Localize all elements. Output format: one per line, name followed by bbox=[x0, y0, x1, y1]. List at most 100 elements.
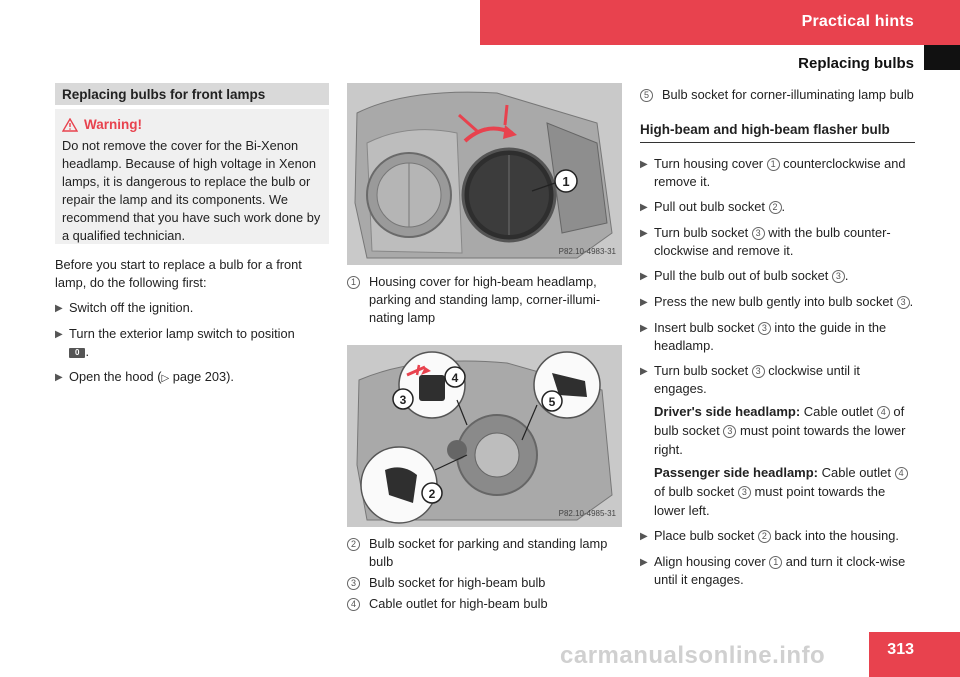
callout-number: 4 bbox=[894, 467, 908, 480]
page-ref-link[interactable]: page 203). bbox=[169, 369, 234, 384]
high-beam-heading: High-beam and high-beam flasher bulb bbox=[640, 120, 915, 143]
callout-number: 1 bbox=[769, 556, 783, 569]
callout-number: 2 bbox=[347, 538, 360, 551]
step-arrow-icon: ▶ bbox=[640, 297, 648, 308]
step-item: ▶ Open the hood (▷ page 203). bbox=[55, 368, 329, 388]
step-text: Turn bulb socket 3 with the bulb counter… bbox=[654, 225, 891, 258]
callout-number: 1 bbox=[766, 158, 780, 171]
callout-2: 2 bbox=[429, 487, 436, 501]
warning-box: Warning! Do not remove the cover for the… bbox=[55, 109, 329, 244]
callout-number: 3 bbox=[896, 296, 910, 309]
caption-item: 1 Housing cover for high-beam headlamp, … bbox=[347, 273, 622, 327]
headlamp-illustration-1: 1 bbox=[347, 83, 622, 265]
callout-3: 3 bbox=[400, 393, 407, 407]
step-text: Turn housing cover 1 counterclockwise an… bbox=[654, 156, 906, 189]
callout-4: 4 bbox=[452, 371, 459, 385]
step-item: ▶ Turn housing cover 1 counterclockwise … bbox=[640, 155, 915, 191]
right-column: 5 Bulb socket for corner-illuminating la… bbox=[640, 86, 915, 589]
figure-code: P82.10-4983-31 bbox=[558, 247, 616, 256]
warning-title-text: Warning! bbox=[84, 117, 142, 132]
step-arrow-icon: ▶ bbox=[640, 366, 648, 377]
step-text-part: Open the hood ( bbox=[69, 369, 162, 384]
caption-text: Bulb socket for high-beam bulb bbox=[369, 575, 546, 590]
caption-text: Cable outlet for high-beam bulb bbox=[369, 596, 548, 611]
step-text: Switch off the ignition. bbox=[69, 300, 194, 315]
middle-column: 1 P82.10-4983-31 1 Housing cover for hig… bbox=[347, 83, 622, 613]
step-text: Pull the bulb out of bulb socket 3. bbox=[654, 268, 849, 283]
callout-number: 3 bbox=[831, 270, 845, 283]
callout-number: 3 bbox=[723, 425, 737, 438]
step-item: ▶ Place bulb socket 2 back into the hous… bbox=[640, 527, 915, 546]
step-arrow-icon: ▶ bbox=[640, 271, 648, 282]
step-text-part: Turn the exterior lamp switch to positio… bbox=[69, 326, 295, 341]
step-arrow-icon: ▶ bbox=[55, 329, 63, 340]
driver-side-label: Driver's side headlamp: bbox=[654, 404, 801, 419]
step-arrow-icon: ▶ bbox=[640, 323, 648, 334]
step-arrow-icon: ▶ bbox=[55, 372, 63, 383]
passenger-side-note: Passenger side headlamp: Cable outlet 4 … bbox=[654, 463, 915, 520]
callout-number: 3 bbox=[757, 322, 771, 335]
step-text-part: . bbox=[85, 344, 90, 359]
callout-number: 5 bbox=[640, 89, 653, 102]
step-item: ▶ Insert bulb socket 3 into the guide in… bbox=[640, 319, 915, 355]
callout-number: 4 bbox=[347, 598, 360, 611]
step-text: Open the hood (▷ page 203). bbox=[69, 368, 234, 388]
step-text: Turn bulb socket 3 clockwise until it en… bbox=[654, 363, 860, 396]
step-arrow-icon: ▶ bbox=[640, 228, 648, 239]
step-text: Pull out bulb socket 2. bbox=[654, 199, 786, 214]
step-item: ▶ Turn the exterior lamp switch to posit… bbox=[55, 325, 329, 361]
step-item: ▶ Turn bulb socket 3 with the bulb count… bbox=[640, 224, 915, 260]
callout-1: 1 bbox=[562, 174, 569, 189]
chapter-header: Practical hints bbox=[480, 0, 960, 45]
step-item: ▶ Turn bulb socket 3 clockwise until it … bbox=[640, 362, 915, 398]
warning-triangle-icon bbox=[62, 117, 78, 132]
front-lamps-heading: Replacing bulbs for front lamps bbox=[55, 83, 329, 105]
left-column: Replacing bulbs for front lamps Warning!… bbox=[55, 83, 329, 388]
warning-text: Do not remove the cover for the Bi-Xenon… bbox=[62, 138, 321, 243]
figure-bulb-sockets: 3 4 5 2 P82.10-4985-31 bbox=[347, 345, 622, 527]
callout-number: 4 bbox=[876, 406, 890, 419]
callout-5: 5 bbox=[549, 395, 556, 409]
step-arrow-icon: ▶ bbox=[55, 303, 63, 314]
step-text: Press the new bulb gently into bulb sock… bbox=[654, 294, 914, 309]
chapter-title: Practical hints bbox=[801, 13, 914, 30]
step-item: ▶ Press the new bulb gently into bulb so… bbox=[640, 293, 915, 312]
step-arrow-icon: ▶ bbox=[640, 202, 648, 213]
watermark: carmanualsonline.info bbox=[560, 642, 826, 669]
caption-text: Bulb socket for corner-illuminating lamp… bbox=[662, 87, 914, 102]
figure-code: P82.10-4985-31 bbox=[558, 509, 616, 518]
callout-number: 2 bbox=[757, 530, 771, 543]
page-number: 313 bbox=[887, 641, 914, 658]
step-arrow-icon: ▶ bbox=[640, 557, 648, 568]
section-title: Replacing bulbs bbox=[798, 55, 914, 72]
step-item: ▶ Pull the bulb out of bulb socket 3. bbox=[640, 267, 915, 286]
step-text: Turn the exterior lamp switch to positio… bbox=[69, 325, 295, 361]
callout-number: 3 bbox=[751, 227, 765, 240]
page-ref-arrow-icon: ▷ bbox=[161, 373, 170, 384]
switch-position-key: 0 bbox=[69, 347, 86, 358]
caption-item: 2 Bulb socket for parking and standing l… bbox=[347, 535, 622, 571]
warning-title: Warning! bbox=[62, 115, 322, 134]
caption-text: Bulb socket for parking and standing lam… bbox=[369, 536, 608, 569]
step-text: Align housing cover 1 and turn it clock-… bbox=[654, 554, 906, 587]
headlamp-illustration-2: 3 4 5 2 bbox=[347, 345, 622, 527]
caption-item: 5 Bulb socket for corner-illuminating la… bbox=[640, 86, 915, 104]
step-text: Place bulb socket 2 back into the housin… bbox=[654, 528, 899, 543]
step-item: ▶ Pull out bulb socket 2. bbox=[640, 198, 915, 217]
caption-text: Housing cover for high-beam headlamp, pa… bbox=[369, 274, 601, 325]
callout-number: 3 bbox=[737, 486, 751, 499]
step-item: ▶ Align housing cover 1 and turn it cloc… bbox=[640, 553, 915, 589]
callout-number: 1 bbox=[347, 276, 360, 289]
step-arrow-icon: ▶ bbox=[640, 159, 648, 170]
passenger-side-label: Passenger side headlamp: bbox=[654, 465, 819, 480]
callout-number: 2 bbox=[768, 201, 782, 214]
figure-housing-cover: 1 P82.10-4983-31 bbox=[347, 83, 622, 265]
intro-text: Before you start to replace a bulb for a… bbox=[55, 257, 302, 290]
page-number-tab: 313 bbox=[869, 632, 960, 677]
callout-number: 3 bbox=[347, 577, 360, 590]
caption-item: 3 Bulb socket for high-beam bulb bbox=[347, 574, 622, 592]
driver-side-note: Driver's side headlamp: Cable outlet 4 o… bbox=[654, 404, 906, 457]
callout-number: 3 bbox=[751, 365, 765, 378]
step-arrow-icon: ▶ bbox=[640, 531, 648, 542]
thumb-tab bbox=[924, 45, 960, 70]
